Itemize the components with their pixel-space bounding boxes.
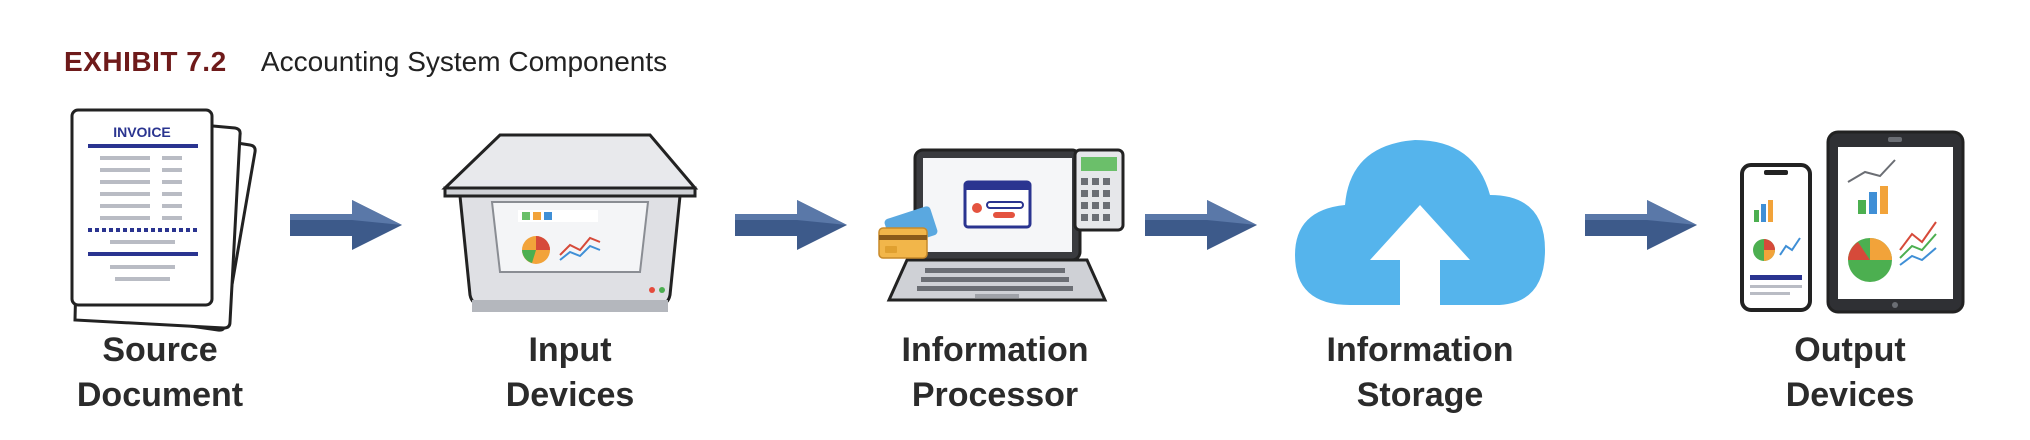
- invoice-icon: INVOICE: [70, 108, 257, 332]
- label-line2: Devices: [1785, 376, 1915, 414]
- component-label: Information Processor: [865, 328, 1125, 418]
- component-information-storage: Information Storage: [1290, 100, 1550, 414]
- label-line2: Storage: [1356, 376, 1484, 414]
- label-line2: Devices: [505, 376, 635, 414]
- laptop-icon: [878, 148, 1125, 302]
- cloud-upload-icon: [1295, 140, 1545, 305]
- component-label: Information Storage: [1290, 328, 1550, 418]
- label-line1: Input: [528, 331, 612, 369]
- exhibit-header: EXHIBIT 7.2 Accounting System Components: [64, 42, 667, 82]
- component-label: Input Devices: [440, 328, 700, 418]
- component-source-document: INVOICE Source Document: [30, 100, 290, 414]
- component-label: Source Document: [30, 328, 290, 418]
- scanner-icon: [441, 133, 699, 312]
- arrow-right-icon: [1145, 200, 1257, 250]
- component-output-devices: Output Devices: [1720, 100, 1980, 414]
- label-line2: Processor: [911, 376, 1079, 414]
- label-line1: Source: [102, 331, 218, 369]
- label-line2: Document: [76, 376, 244, 414]
- label-line1: Output: [1794, 331, 1906, 369]
- label-line1: Information: [1326, 331, 1514, 369]
- arrow-right-icon: [1585, 200, 1697, 250]
- exhibit-title: Accounting System Components: [260, 46, 668, 77]
- arrow-right-icon: [290, 200, 402, 250]
- invoice-text: INVOICE: [113, 124, 171, 140]
- phone-tablet-icon: [1740, 130, 1965, 314]
- component-label: Output Devices: [1720, 328, 1980, 418]
- arrow-right-icon: [735, 200, 847, 250]
- component-input-devices: Input Devices: [440, 100, 700, 414]
- label-line1: Information: [901, 331, 1089, 369]
- component-information-processor: Information Processor: [865, 100, 1125, 414]
- exhibit-label: EXHIBIT 7.2: [64, 46, 227, 77]
